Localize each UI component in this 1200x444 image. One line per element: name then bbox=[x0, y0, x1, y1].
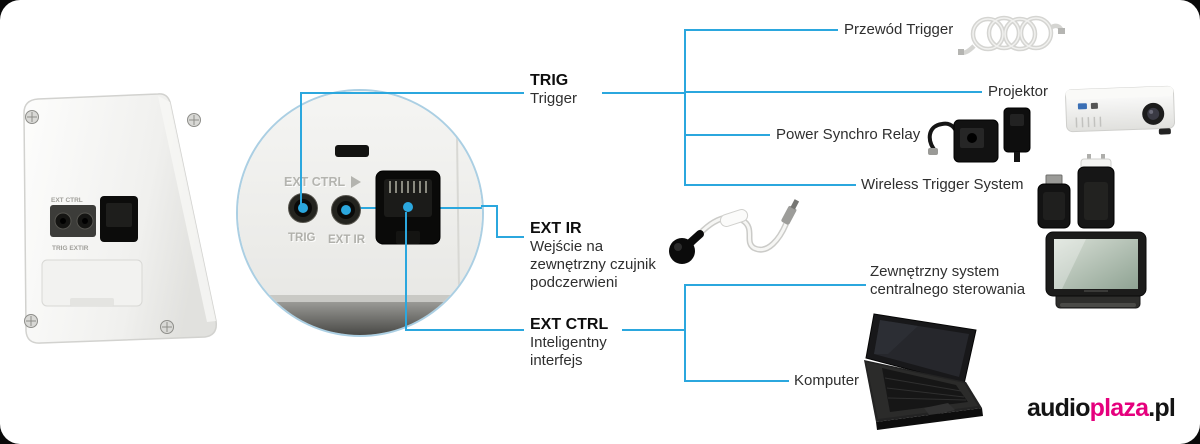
ext-ctrl-port-label: EXT CTRL Inteligentny interfejs bbox=[530, 316, 609, 369]
label-power-synchro-relay: Power Synchro Relay bbox=[776, 126, 921, 143]
device-cover-tab bbox=[70, 298, 114, 306]
connector-ext-ir-b bbox=[496, 236, 524, 238]
svg-text:TRIG: TRIG bbox=[289, 233, 317, 245]
port-panel-art: EXT CTRL EXT CTRL bbox=[238, 91, 482, 335]
connector-trigger-cable bbox=[684, 29, 838, 31]
trig-jack-port bbox=[288, 193, 318, 223]
connector-ext-ir-a bbox=[481, 205, 498, 207]
power-synchro-relay-photo bbox=[927, 107, 1031, 163]
embossed-ext-ctrl-label: EXT CTRL bbox=[284, 175, 345, 189]
projector-photo bbox=[1065, 85, 1176, 135]
connector-komputer bbox=[684, 380, 789, 382]
trig-port-label: TRIG Trigger bbox=[530, 71, 577, 108]
audioplaza-logo: audioplaza.pl bbox=[1027, 394, 1176, 423]
logo-part-plaza: plaza bbox=[1089, 394, 1149, 422]
connector-relay bbox=[684, 134, 770, 136]
device-rear-photo: EXT CTRL TRIG EXTIR bbox=[23, 93, 218, 344]
label-trigger-cable: Przewód Trigger bbox=[844, 21, 954, 38]
label-control-system: Zewnętrzny system centralnego sterowania bbox=[870, 263, 1026, 298]
connector-wireless bbox=[684, 184, 856, 186]
device-ext-ir-jack bbox=[76, 212, 94, 230]
connector-control-system bbox=[684, 284, 866, 286]
logo-part-audio: audio bbox=[1027, 394, 1090, 422]
screw-icon bbox=[24, 110, 201, 334]
trigger-cable-photo bbox=[958, 15, 1065, 55]
connector-trig-link bbox=[602, 92, 685, 94]
connector-trig-trunk bbox=[684, 29, 686, 186]
panel-slot bbox=[335, 145, 369, 157]
label-wireless-trigger-system: Wireless Trigger System bbox=[861, 176, 1024, 193]
laptop-photo bbox=[864, 313, 983, 430]
ext-ir-port-label: EXT IR Wejście na zewnętrzny czujnik pod… bbox=[530, 220, 656, 291]
connector-projector bbox=[684, 91, 982, 93]
connector-ext-ctrl-vertical bbox=[405, 212, 407, 331]
device-jacks-small-label: TRIG EXTIR bbox=[52, 245, 89, 252]
ext-ir-port-name: EXT IR bbox=[530, 220, 582, 237]
connector-trig-horizontal bbox=[300, 92, 524, 94]
magnified-port-panel: EXT CTRL EXT CTRL bbox=[236, 89, 484, 337]
ext-ir-jack-port bbox=[331, 195, 361, 225]
connector-ext-ctrl-trunk bbox=[684, 284, 686, 382]
trig-port-name: TRIG bbox=[530, 72, 569, 89]
label-projector: Projektor bbox=[988, 83, 1049, 100]
embossed-ext-ir-label: EXT IR bbox=[328, 234, 366, 246]
connector-ext-ctrl-link bbox=[622, 329, 685, 331]
embossed-trig-label: TRIG bbox=[288, 232, 316, 244]
label-komputer: Komputer bbox=[794, 372, 860, 389]
device-rj45-port bbox=[100, 196, 138, 242]
device-trig-jack bbox=[54, 212, 72, 230]
connector-trig-vertical bbox=[300, 93, 302, 206]
ext-ctrl-rj45-port bbox=[375, 170, 441, 245]
trig-port-desc: Trigger bbox=[530, 90, 577, 107]
logo-part-pl: .pl bbox=[1148, 394, 1176, 422]
control-system-panel-photo bbox=[1045, 231, 1147, 309]
wireless-trigger-system-photo bbox=[1037, 154, 1115, 229]
embossed-arrow-icon bbox=[351, 176, 361, 188]
ir-sensor-photo bbox=[669, 199, 800, 264]
svg-text:EXT IR: EXT IR bbox=[329, 235, 367, 247]
ext-ctrl-port-name: EXT CTRL bbox=[530, 316, 609, 333]
connector-ext-ctrl-horizontal bbox=[405, 329, 524, 331]
device-ext-ctrl-small-label: EXT CTRL bbox=[51, 197, 83, 204]
connector-ext-ir-vertical bbox=[496, 205, 498, 238]
